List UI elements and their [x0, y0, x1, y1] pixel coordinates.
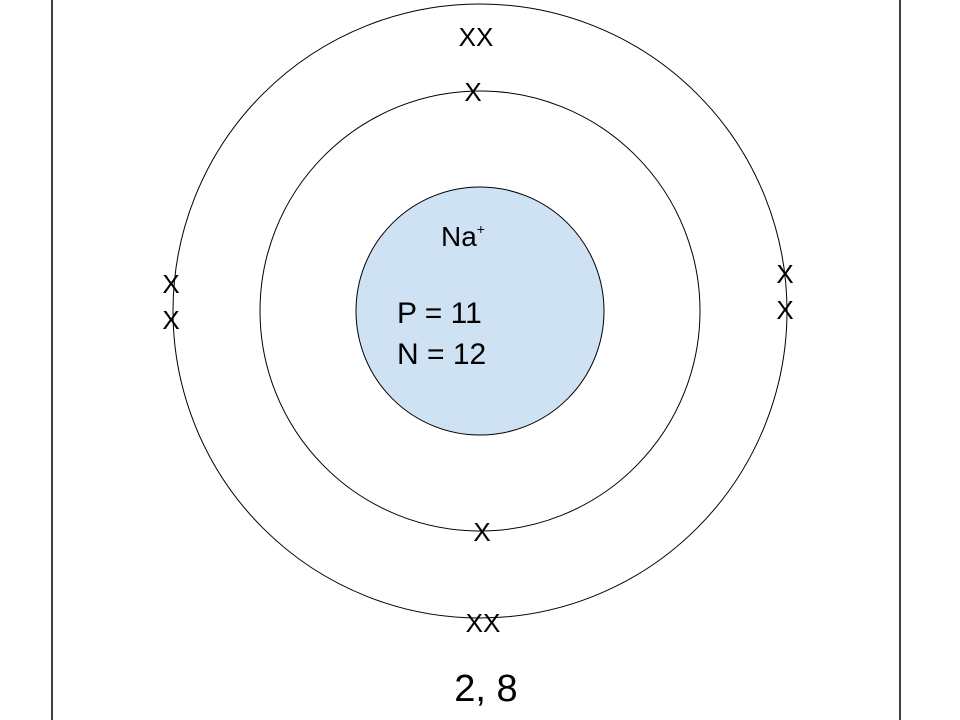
outer-electron-left-2: X [162, 305, 179, 335]
nucleus [355, 186, 605, 436]
outer-shell-ring [172, 3, 788, 619]
inner-electron-top: X [464, 77, 481, 107]
neutrons-label: N = 12 [397, 338, 486, 371]
protons-label: P = 11 [397, 297, 482, 330]
charge-superscript: + [477, 221, 485, 237]
outer-electron-left-1: X [162, 269, 179, 299]
outer-electron-right-2: X [776, 295, 793, 325]
outer-electron-pair-bottom: XX [466, 608, 501, 638]
inner-electron-bottom: X [473, 517, 490, 547]
outer-electron-right-1: X [776, 259, 793, 289]
electron-configuration: 2, 8 [454, 668, 517, 710]
element-symbol: Na+ [441, 221, 485, 252]
inner-shell-ring [259, 90, 701, 532]
symbol-text: Na [441, 221, 477, 252]
outer-electron-pair-top: XX [459, 22, 494, 52]
